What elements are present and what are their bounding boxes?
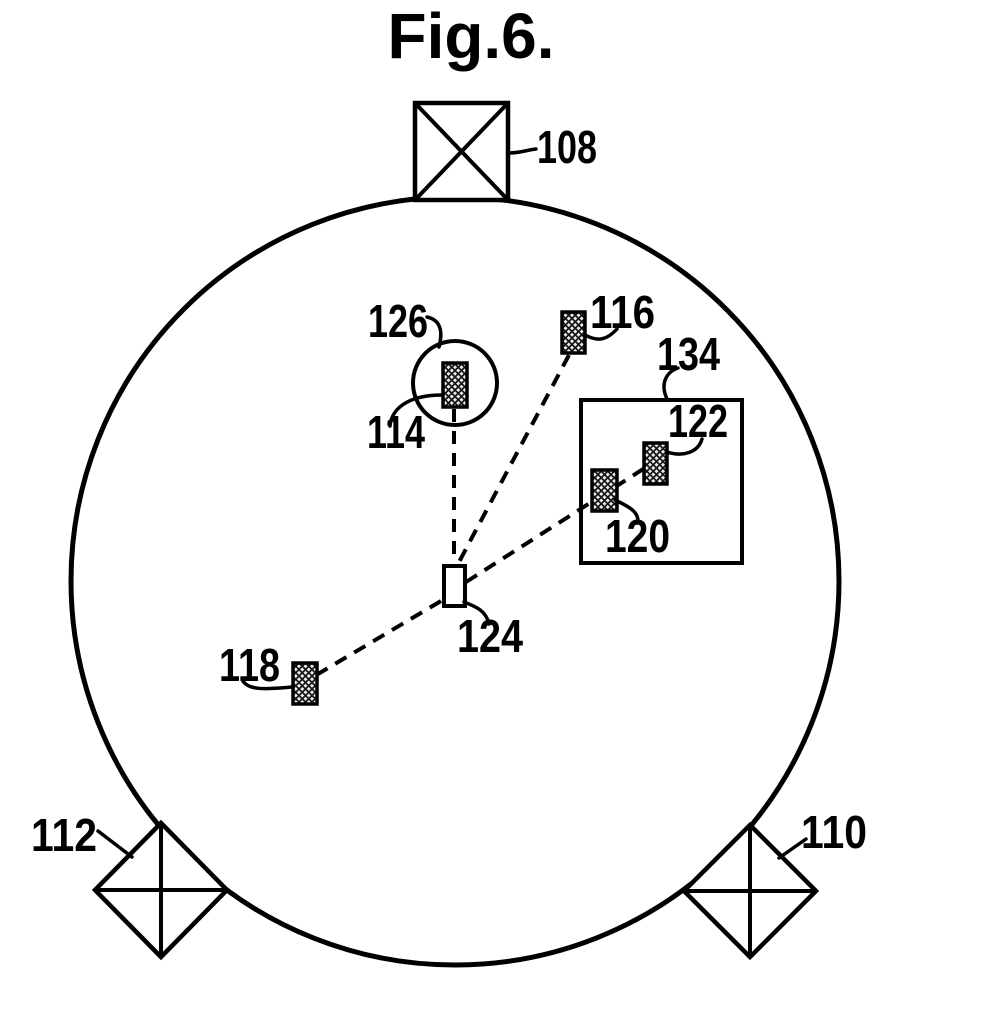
label-112: 112 — [31, 809, 97, 861]
leader-120 — [613, 498, 640, 523]
label-118: 118 — [219, 639, 280, 691]
reference-labels: 108 126 116 134 122 114 120 124 118 112 … — [31, 121, 867, 861]
leader-118 — [241, 679, 294, 691]
bottom-left-transducer-112 — [91, 819, 231, 961]
leader-124 — [462, 600, 491, 626]
leader-112 — [96, 829, 134, 859]
sensor-120 — [590, 468, 619, 513]
region-box-134 — [579, 398, 744, 565]
leader-114 — [388, 393, 444, 428]
sensor-122 — [642, 441, 669, 486]
figure-title: Fig.6. — [388, 0, 555, 72]
dashed-link-124-116 — [457, 354, 571, 563]
dashed-link-124-118 — [316, 599, 443, 676]
leader-lines — [96, 147, 808, 860]
leader-134 — [662, 366, 680, 401]
diamond-112-cross — [95, 823, 227, 957]
leader-116 — [583, 327, 619, 341]
box-108-x-diagonals — [413, 101, 510, 202]
label-110: 110 — [801, 806, 867, 858]
label-126: 126 — [368, 295, 428, 347]
label-134: 134 — [657, 328, 720, 380]
label-114: 114 — [367, 406, 425, 458]
diamond-110-cross — [684, 825, 816, 957]
bottom-right-transducer-110 — [680, 821, 820, 961]
sensor-116 — [560, 310, 587, 355]
leader-110 — [777, 837, 808, 860]
central-unit-124 — [442, 564, 467, 608]
top-transducer-box-108 — [412, 100, 511, 203]
label-122: 122 — [668, 395, 728, 447]
label-108: 108 — [537, 121, 597, 173]
leader-108 — [507, 147, 538, 155]
hatched-sensors — [291, 310, 669, 706]
label-124: 124 — [457, 610, 523, 662]
sensor-118 — [291, 661, 319, 706]
leader-126 — [425, 315, 443, 349]
sensor-114 — [441, 361, 469, 409]
highlight-circle-126 — [411, 339, 499, 427]
label-120: 120 — [605, 510, 670, 562]
label-116: 116 — [590, 286, 655, 338]
leader-122 — [665, 437, 704, 456]
